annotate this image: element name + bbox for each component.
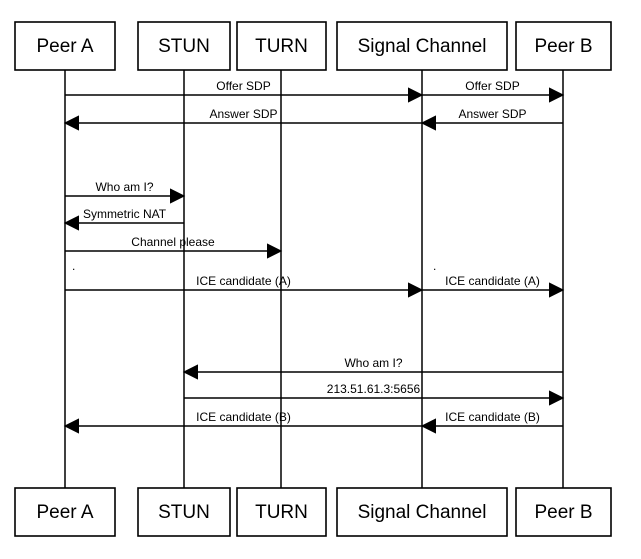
- message-label-6: Channel please: [131, 235, 215, 249]
- participant-box-turn[interactable]: [236, 487, 327, 537]
- message-2: Answer SDP: [63, 107, 422, 131]
- participant-turn-bottom[interactable]: TURN: [236, 487, 327, 537]
- participant-label-peer-a: Peer A: [36, 502, 93, 523]
- participant-box-peer-b[interactable]: [515, 487, 612, 537]
- message-10: 213.51.61.3:5656: [184, 382, 565, 406]
- message-8: ICE candidate (A): [422, 274, 565, 298]
- message-4: Who am I?: [65, 180, 186, 204]
- message-label-12: ICE candidate (B): [196, 410, 291, 424]
- message-11: ICE candidate (B): [420, 410, 563, 434]
- message-7: ICE candidate (A): [65, 274, 424, 298]
- message-label-0: Offer SDP: [216, 79, 270, 93]
- message-label-3: Answer SDP: [458, 107, 526, 121]
- participant-stun-top[interactable]: STUN: [137, 21, 231, 71]
- message-label-2: Answer SDP: [209, 107, 277, 121]
- message-12: ICE candidate (B): [63, 410, 422, 434]
- participant-peer-b-top[interactable]: Peer B: [515, 21, 612, 71]
- participant-box-stun[interactable]: [137, 21, 231, 71]
- message-0: Offer SDP: [65, 79, 424, 103]
- message-label-4: Who am I?: [95, 180, 153, 194]
- marks-layer: ..: [72, 259, 436, 273]
- participant-label-turn: TURN: [255, 502, 308, 523]
- message-label-7: ICE candidate (A): [196, 274, 291, 288]
- participant-box-stun[interactable]: [137, 487, 231, 537]
- message-label-8: ICE candidate (A): [445, 274, 540, 288]
- participant-label-signal-channel: Signal Channel: [358, 36, 487, 57]
- participant-peer-a-top[interactable]: Peer A: [14, 21, 116, 71]
- dot-mark-1: .: [433, 259, 436, 273]
- message-label-10: 213.51.61.3:5656: [327, 382, 421, 396]
- participant-box-peer-a[interactable]: [14, 21, 116, 71]
- participant-signal-channel-bottom[interactable]: Signal Channel: [336, 487, 508, 537]
- participant-stun-bottom[interactable]: STUN: [137, 487, 231, 537]
- participant-label-peer-b: Peer B: [534, 36, 592, 57]
- participant-signal-channel-top[interactable]: Signal Channel: [336, 21, 508, 71]
- dot-mark-0: .: [72, 259, 75, 273]
- message-3: Answer SDP: [420, 107, 563, 131]
- message-label-11: ICE candidate (B): [445, 410, 540, 424]
- participant-box-peer-a[interactable]: [14, 487, 116, 537]
- participant-box-peer-b[interactable]: [515, 21, 612, 71]
- participant-box-signal-channel[interactable]: [336, 487, 508, 537]
- messages-layer: Offer SDP Offer SDP Answer SDP Answer SDP Wh…: [63, 79, 565, 434]
- participant-peer-b-bottom[interactable]: Peer B: [515, 487, 612, 537]
- participant-label-peer-a: Peer A: [36, 36, 93, 57]
- participant-box-signal-channel[interactable]: [336, 21, 508, 71]
- message-label-1: Offer SDP: [465, 79, 519, 93]
- participant-label-stun: STUN: [158, 36, 210, 57]
- participant-label-stun: STUN: [158, 502, 210, 523]
- message-1: Offer SDP: [422, 79, 565, 103]
- participant-label-peer-b: Peer B: [534, 502, 592, 523]
- message-6: Channel please: [65, 235, 283, 259]
- participant-turn-top[interactable]: TURN: [236, 21, 327, 71]
- participant-boxes-layer: Peer A Peer A STUN STUN TURN TURN Signal Chann…: [14, 21, 612, 537]
- participant-peer-a-bottom[interactable]: Peer A: [14, 487, 116, 537]
- message-label-9: Who am I?: [344, 356, 402, 370]
- message-label-5: Symmetric NAT: [83, 207, 167, 221]
- participant-box-turn[interactable]: [236, 21, 327, 71]
- participant-label-signal-channel: Signal Channel: [358, 502, 487, 523]
- message-5: Symmetric NAT: [63, 207, 184, 231]
- participant-label-turn: TURN: [255, 36, 308, 57]
- message-9: Who am I?: [182, 356, 563, 380]
